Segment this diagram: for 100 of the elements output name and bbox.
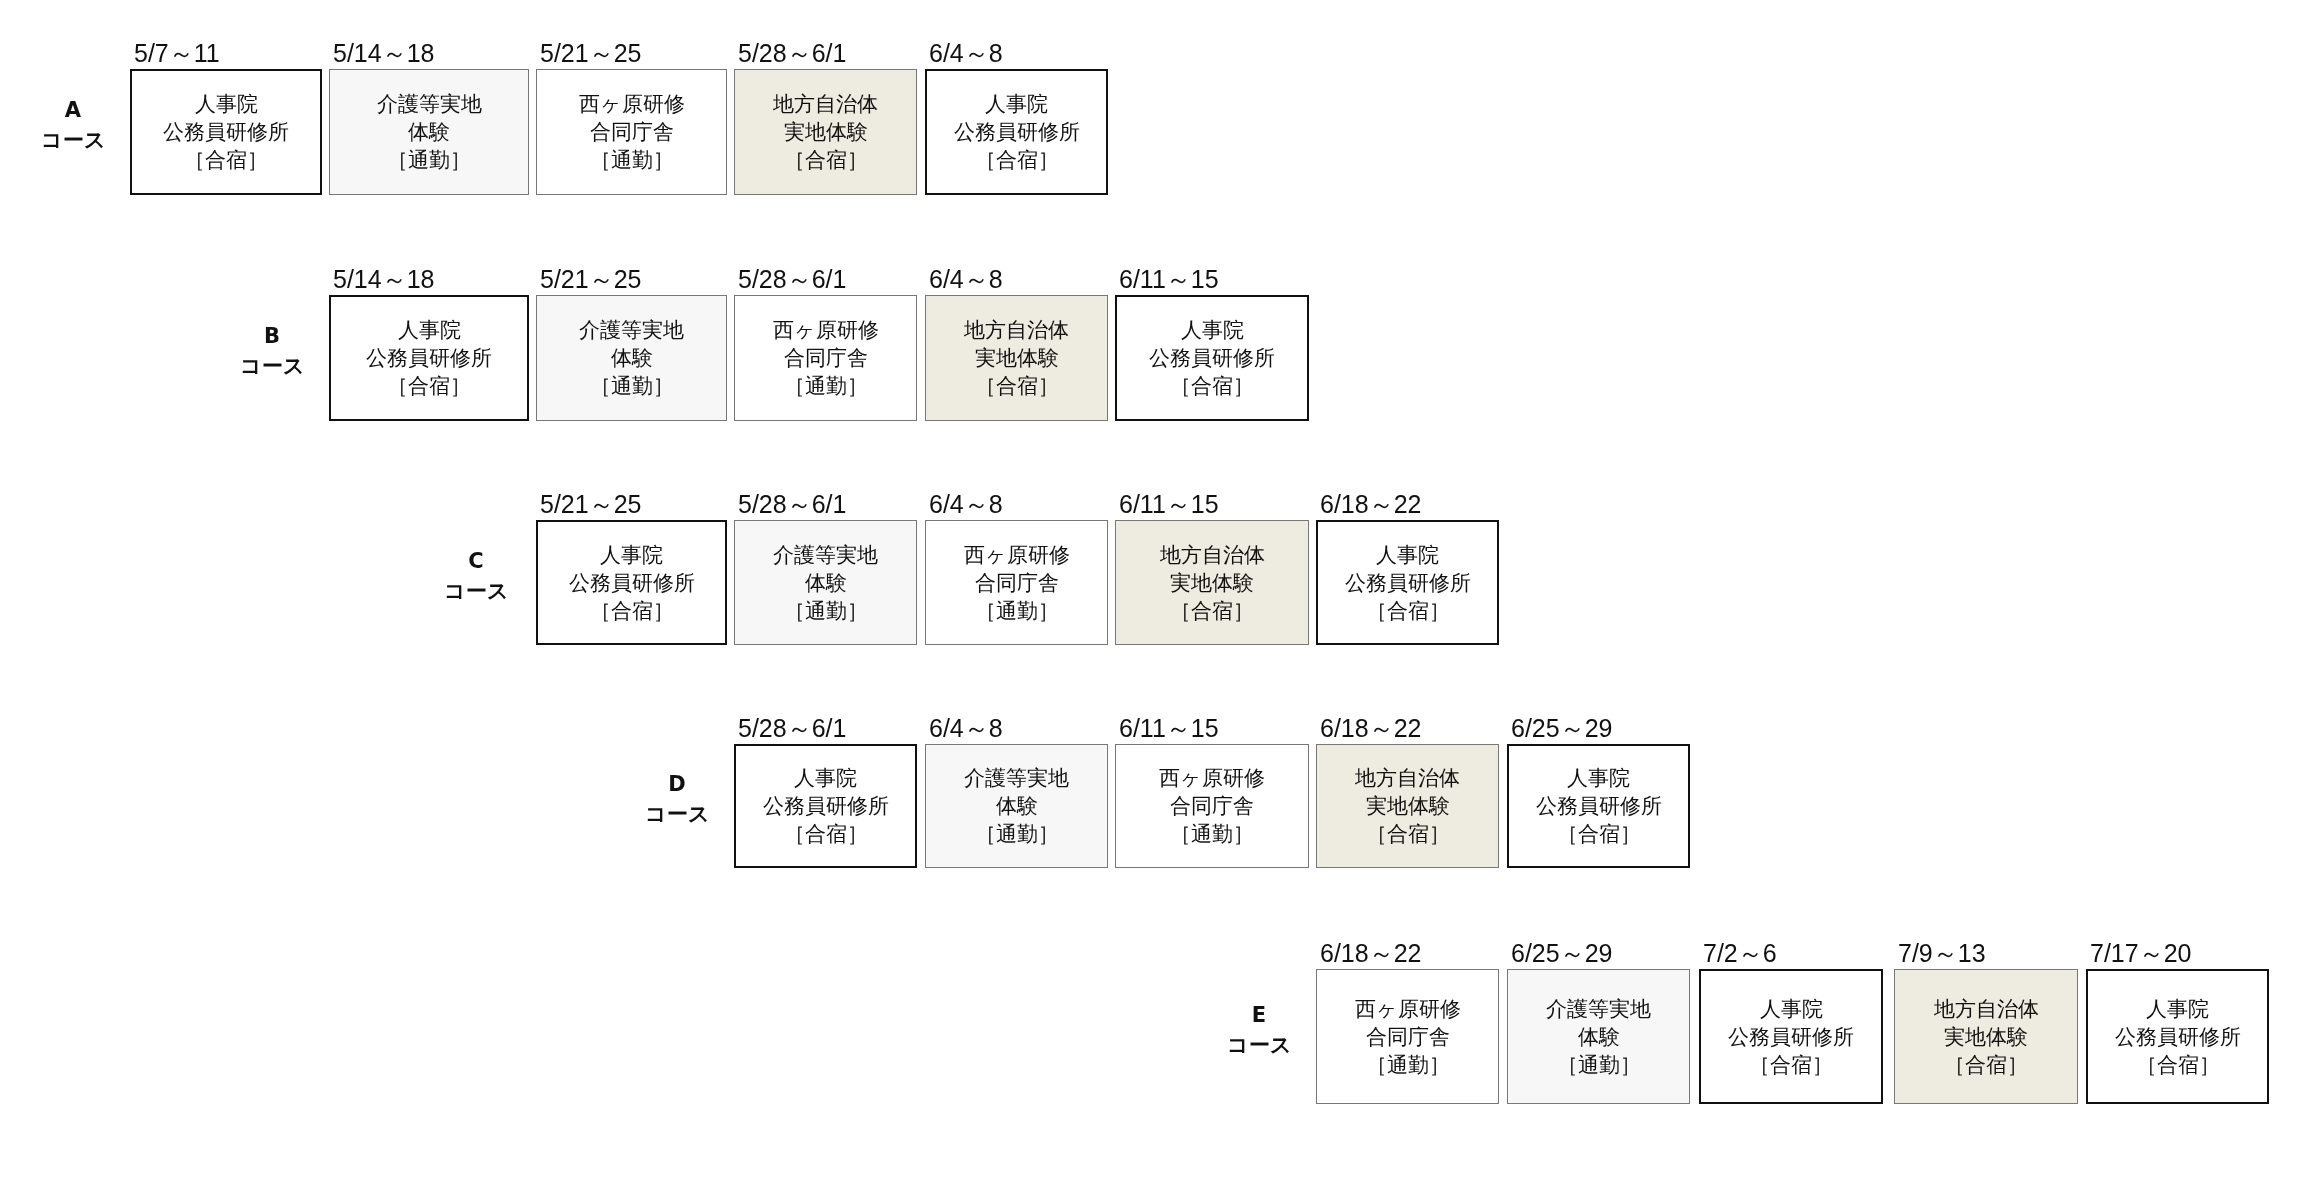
- stay-type-text: ［合宿］: [783, 147, 868, 174]
- venue-text: 地方自治体実地体験: [1354, 765, 1461, 820]
- date-range-text: 7/9～13: [1898, 938, 1986, 969]
- commute-training-box: [925, 520, 1108, 645]
- venue-text: 介護等実地体験: [1545, 995, 1652, 1051]
- course-letter: A: [64, 98, 82, 122]
- venue-text: 西ヶ原研修合同庁舎: [962, 541, 1071, 597]
- stay-type-text: ［合宿］: [1556, 821, 1641, 848]
- venue-text: 西ヶ原研修合同庁舎: [1158, 765, 1266, 820]
- date-range-text: 6/18～22: [1320, 713, 1422, 744]
- stay-type-text: ［通勤］: [783, 373, 868, 400]
- date-range-text: 5/28～6/1: [738, 489, 847, 520]
- date-range-text: 6/4～8: [929, 264, 1003, 295]
- stay-type-text: ［合宿］: [184, 147, 268, 174]
- venue-text: 公務員研修所: [1535, 793, 1662, 820]
- lodging-training-box: [1507, 744, 1690, 868]
- venue-text: 人事院: [1567, 765, 1630, 792]
- venue-text: 公務員研修所: [1344, 569, 1471, 597]
- stay-type-text: ［通勤］: [589, 147, 674, 174]
- stay-type-text: ［合宿］: [589, 597, 674, 625]
- commute-training-box: [734, 295, 917, 421]
- course-label: コース: [644, 801, 710, 828]
- course-letter: C: [468, 548, 484, 573]
- course-label: コース: [443, 577, 509, 605]
- stay-type-text: ［通勤］: [387, 147, 471, 174]
- stay-type-text: ［合宿］: [1749, 1051, 1833, 1079]
- venue-text: 公務員研修所: [762, 793, 889, 820]
- venue-text: 介護等実地体験: [963, 765, 1070, 820]
- venue-text: 人事院: [600, 541, 663, 569]
- care-training-box: [329, 69, 529, 195]
- venue-text: 公務員研修所: [953, 119, 1080, 146]
- care-training-box: [734, 520, 917, 645]
- date-range-text: 7/17～20: [2090, 938, 2192, 969]
- date-range-text: 5/28～6/1: [738, 713, 847, 744]
- venue-text: 西ヶ原研修合同庁舎: [1353, 995, 1462, 1051]
- venue-text: 人事院: [1376, 541, 1439, 569]
- stay-type-text: ［通勤］: [1170, 821, 1254, 848]
- venue-text: 人事院: [1180, 317, 1244, 344]
- course-letter: B: [264, 324, 280, 348]
- stay-type-text: ［合宿］: [2135, 1051, 2220, 1079]
- course-label: コース: [239, 353, 305, 380]
- venue-text: 地方自治体実地体験: [963, 317, 1070, 372]
- stay-type-text: ［合宿］: [1170, 373, 1254, 400]
- venue-text: 介護等実地体験: [578, 317, 685, 372]
- lodging-training-box: [1115, 295, 1309, 421]
- venue-text: 介護等実地体験: [375, 91, 483, 146]
- stay-type-text: ［通勤］: [1365, 1051, 1450, 1079]
- course-label: コース: [40, 127, 106, 154]
- local-government-box: [925, 295, 1108, 421]
- venue-text: 公務員研修所: [1149, 345, 1275, 372]
- date-range-text: 5/7～11: [134, 38, 220, 69]
- local-government-box: [734, 69, 917, 195]
- commute-training-box: [1115, 744, 1309, 868]
- stay-type-text: ［合宿］: [783, 821, 868, 848]
- venue-text: 公務員研修所: [2114, 1023, 2241, 1051]
- local-government-box: [1316, 744, 1499, 868]
- date-range-text: 5/28～6/1: [738, 38, 847, 69]
- date-range-text: 6/11～15: [1119, 489, 1219, 520]
- lodging-training-box: [536, 520, 727, 645]
- venue-text: 公務員研修所: [568, 569, 695, 597]
- venue-text: 人事院: [794, 765, 857, 792]
- date-range-text: 5/21～25: [540, 264, 642, 295]
- venue-text: 西ヶ原研修合同庁舎: [577, 91, 686, 146]
- care-training-box: [925, 744, 1108, 868]
- lodging-training-box: [1316, 520, 1499, 645]
- course-letter: D: [668, 772, 686, 796]
- care-training-box: [536, 295, 727, 421]
- stay-type-text: ［合宿］: [387, 373, 471, 400]
- lodging-training-box: [925, 69, 1108, 195]
- stay-type-text: ［合宿］: [1365, 821, 1450, 848]
- stay-type-text: ［合宿］: [1944, 1051, 2028, 1079]
- commute-training-box: [1316, 969, 1499, 1104]
- date-range-text: 6/18～22: [1320, 938, 1422, 969]
- commute-training-box: [536, 69, 727, 195]
- venue-text: 人事院: [985, 91, 1048, 118]
- date-range-text: 7/2～6: [1703, 938, 1777, 969]
- venue-text: 人事院: [2146, 995, 2209, 1023]
- date-range-text: 5/21～25: [540, 38, 642, 69]
- venue-text: 人事院: [1759, 995, 1823, 1023]
- venue-text: 人事院: [194, 91, 258, 118]
- lodging-training-box: [1699, 969, 1883, 1104]
- stay-type-text: ［通勤］: [783, 597, 868, 625]
- care-training-box: [1507, 969, 1690, 1104]
- date-range-text: 6/4～8: [929, 489, 1003, 520]
- venue-text: 地方自治体実地体験: [772, 91, 879, 146]
- lodging-training-box: [734, 744, 917, 868]
- date-range-text: 5/14～18: [333, 264, 435, 295]
- date-range-text: 6/25～29: [1511, 713, 1613, 744]
- venue-text: 公務員研修所: [163, 119, 289, 146]
- local-government-box: [1894, 969, 2078, 1104]
- lodging-training-box: [130, 69, 322, 195]
- venue-text: 公務員研修所: [1728, 1023, 1854, 1051]
- stay-type-text: ［合宿］: [1170, 597, 1254, 625]
- stay-type-text: ［通勤］: [974, 821, 1059, 848]
- stay-type-text: ［通勤］: [589, 373, 674, 400]
- stay-type-text: ［通勤］: [1556, 1051, 1641, 1079]
- venue-text: 西ヶ原研修合同庁舎: [771, 317, 880, 372]
- stay-type-text: ［通勤］: [974, 597, 1059, 625]
- date-range-text: 5/14～18: [333, 38, 435, 69]
- stay-type-text: ［合宿］: [974, 373, 1059, 400]
